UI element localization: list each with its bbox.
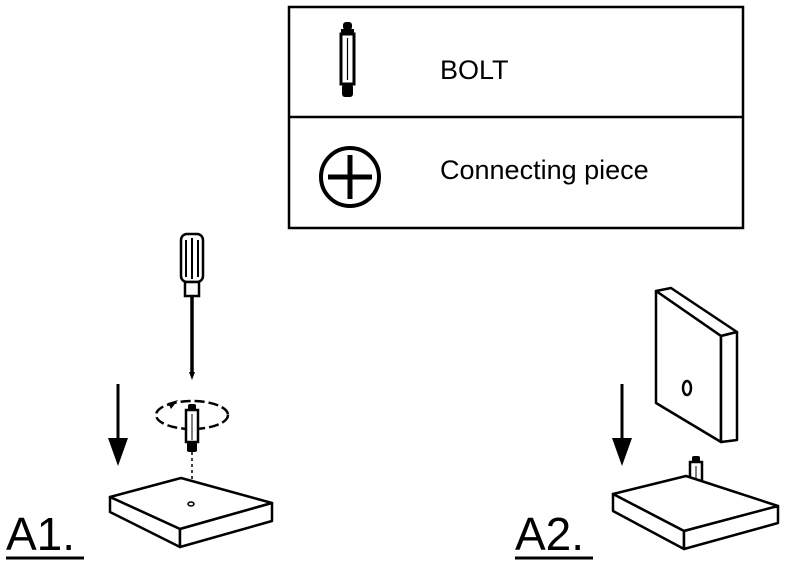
step-a1-label: A1.: [6, 508, 75, 560]
legend-table: BOLT Connecting piece: [287, 5, 745, 230]
down-arrow-icon: [108, 384, 128, 466]
vertical-panel: [654, 286, 739, 444]
panel-hole: [681, 379, 693, 397]
rotation-arrow-icon: [154, 399, 230, 431]
bolt-a1-icon: [184, 404, 200, 500]
base-panel-a1: [108, 476, 274, 549]
step-a2: A2.: [515, 286, 780, 560]
base-panel-a2: [611, 474, 780, 551]
bolt-icon: [339, 22, 356, 97]
connecting-piece-icon: [319, 146, 381, 208]
step-a1: A1.: [6, 232, 274, 560]
down-arrow-icon: [612, 384, 632, 466]
step-a2-label: A2.: [515, 508, 584, 560]
legend-bolt-label: BOLT: [440, 55, 509, 85]
screwdriver-icon: [179, 232, 205, 380]
legend-connecting-piece-label: Connecting piece: [440, 155, 649, 185]
